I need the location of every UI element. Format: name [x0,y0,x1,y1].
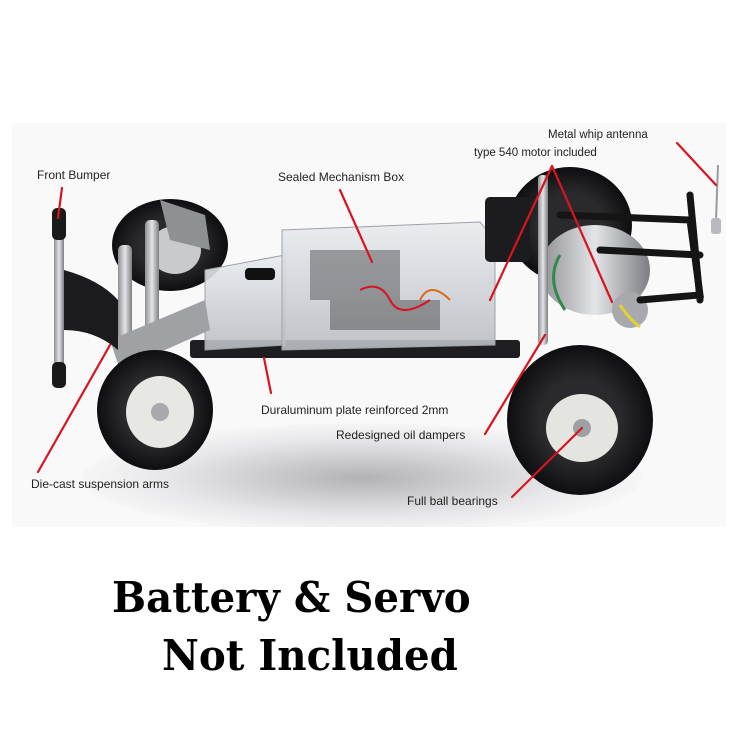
callout-redesigned-oil-dampers: Redesigned oil dampers [336,428,466,442]
callout-line-oil-dampers [483,333,547,436]
callout-front-bumper: Front Bumper [37,168,111,182]
callout-duraluminum-plate: Duraluminum plate reinforced 2mm [261,403,449,417]
callout-line-front-bumper [56,186,64,220]
callout-sealed-mechanism-box: Sealed Mechanism Box [278,170,405,184]
callout-line-duraluminum-plate [262,356,273,395]
callout-line-motor-b [550,164,614,304]
callout-line-suspension-arms [36,343,112,474]
rear-near-tire [507,345,653,495]
rear-damper [538,175,548,345]
notice-line-1: Battery & Servo [112,573,471,622]
callout-type-540-motor: type 540 motor included [474,147,597,159]
electronics-housing [485,197,530,262]
callout-metal-whip-antenna: Metal whip antenna [548,129,648,141]
front-near-tire [97,350,213,470]
rear-frame [556,191,704,304]
callout-lines [36,141,718,499]
gearbox [540,225,650,329]
callout-line-antenna [675,141,718,187]
notice-line-2: Not Included [162,631,458,680]
front-bumper [52,208,118,388]
antenna [711,164,721,234]
callout-line-mechanism-box [338,188,374,264]
callout-line-motor-a [488,164,554,302]
callout-die-cast-suspension-arms: Die-cast suspension arms [31,477,170,491]
callout-full-ball-bearings: Full ball bearings [407,494,498,508]
front-suspension [110,200,210,370]
mechanism-box [204,221,496,351]
callout-line-ball-bearings [510,426,584,499]
